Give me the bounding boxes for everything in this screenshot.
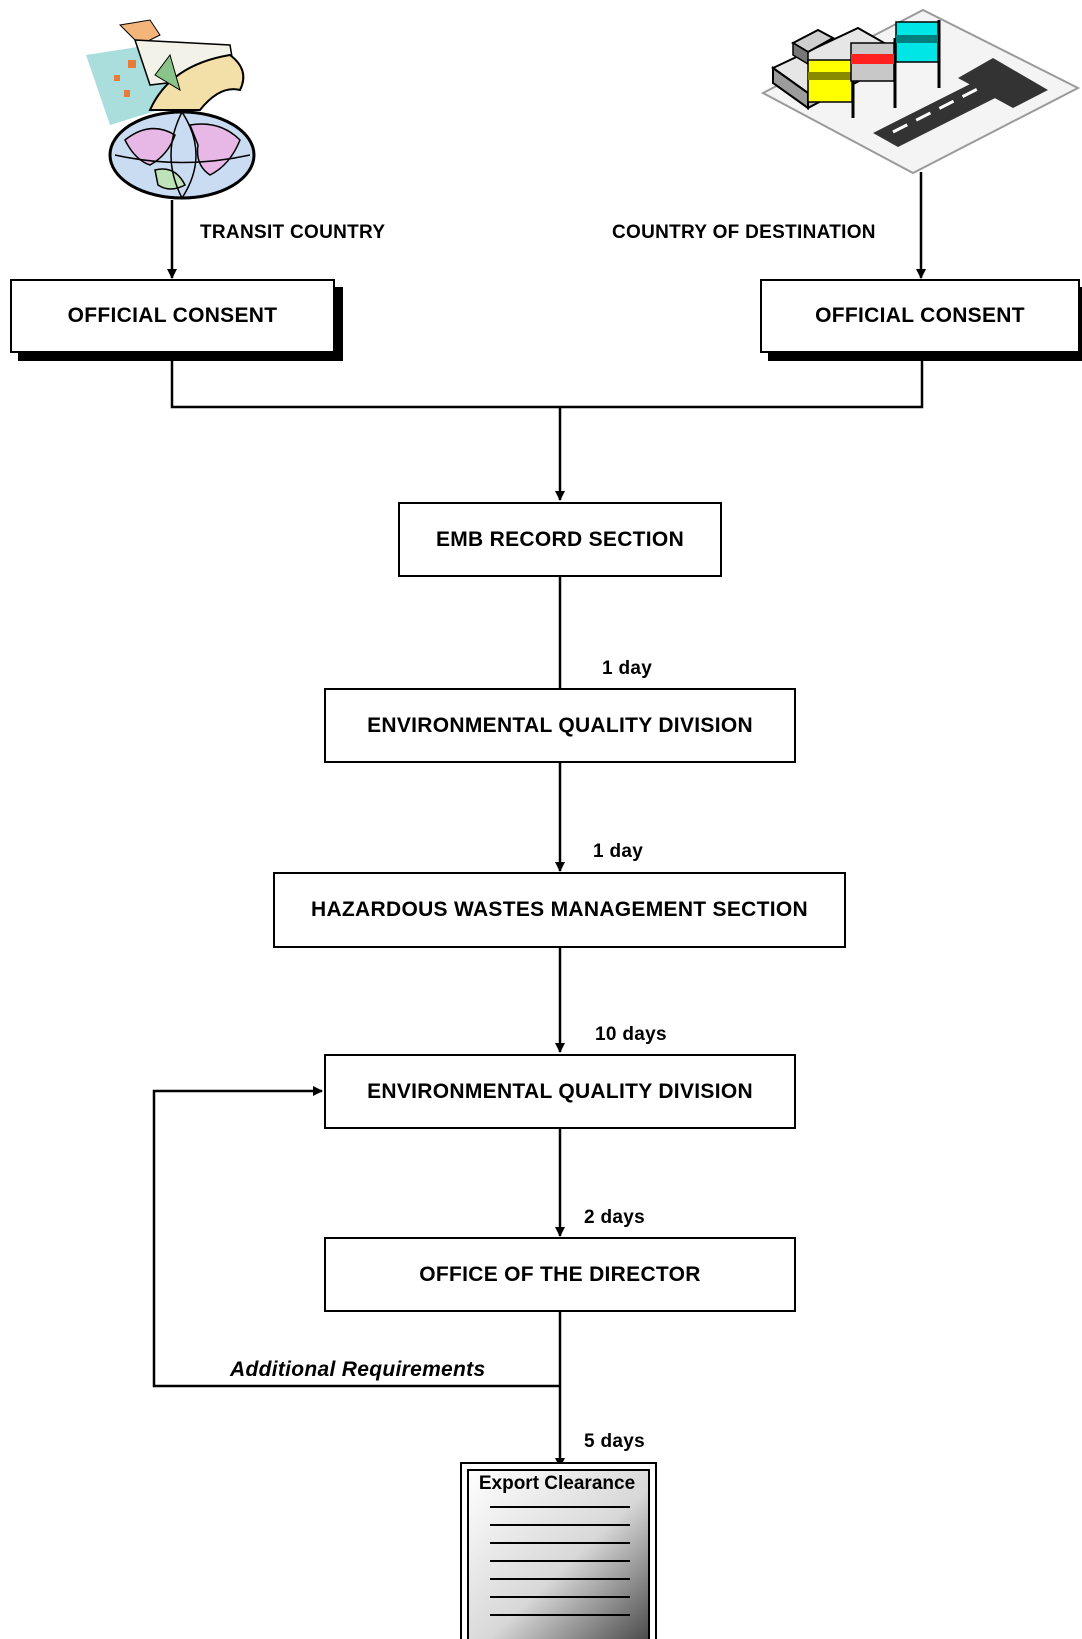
transit-country-label: TRANSIT COUNTRY [200, 222, 386, 243]
merge-connector [170, 360, 924, 409]
office-of-the-director-box: OFFICE OF THE DIRECTOR [324, 1237, 796, 1312]
official-consent-destination-box: OFFICIAL CONSENT [760, 279, 1080, 353]
duration-label-4: 2 days [584, 1207, 645, 1228]
destination-country-label: COUNTRY OF DESTINATION [612, 222, 876, 243]
environmental-quality-division-box-1: ENVIRONMENTAL QUALITY DIVISION [324, 688, 796, 763]
ship-globe-icon [86, 19, 256, 200]
duration-label-3: 10 days [595, 1024, 667, 1045]
port-flags-icon [760, 8, 1081, 175]
export-clearance-title: Export Clearance [478, 1473, 636, 1494]
duration-label-2: 1 day [593, 841, 644, 862]
duration-label-5: 5 days [584, 1431, 645, 1452]
environmental-quality-division-box-2: ENVIRONMENTAL QUALITY DIVISION [324, 1054, 796, 1129]
hazardous-wastes-management-section-box: HAZARDOUS WASTES MANAGEMENT SECTION [273, 872, 846, 948]
additional-requirements-label: Additional Requirements [230, 1358, 486, 1381]
additional-requirements-loop [152, 1086, 560, 1388]
official-consent-transit-box: OFFICIAL CONSENT [10, 279, 335, 353]
emb-record-section-box: EMB RECORD SECTION [398, 502, 722, 577]
duration-label-1: 1 day [602, 658, 653, 679]
document-icon [460, 1462, 657, 1639]
